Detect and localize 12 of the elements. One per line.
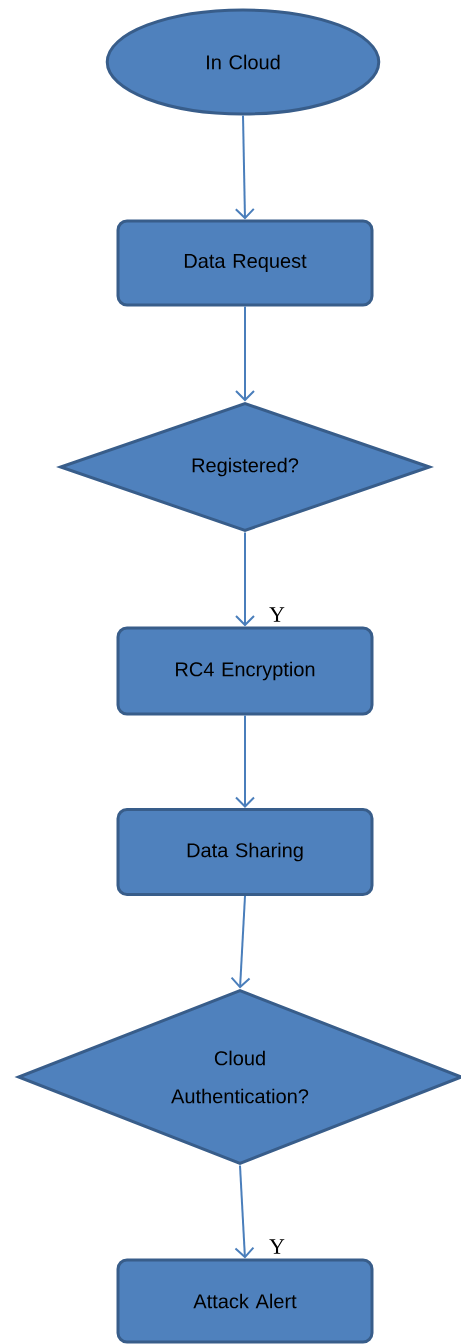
process-box: RC4 Encryption (116, 626, 374, 716)
arrow (235, 305, 255, 402)
process-box: Data Request (116, 219, 374, 307)
arrow (235, 531, 255, 627)
edge-label: Y (269, 607, 285, 622)
arrow (235, 714, 255, 808)
arrow (230, 895, 251, 989)
process-box: Data Sharing (116, 808, 374, 896)
arrow (234, 114, 255, 220)
edge-label: Y (269, 1239, 285, 1254)
arrow (234, 1164, 255, 1259)
process-box: Attack Alert (116, 1258, 374, 1344)
